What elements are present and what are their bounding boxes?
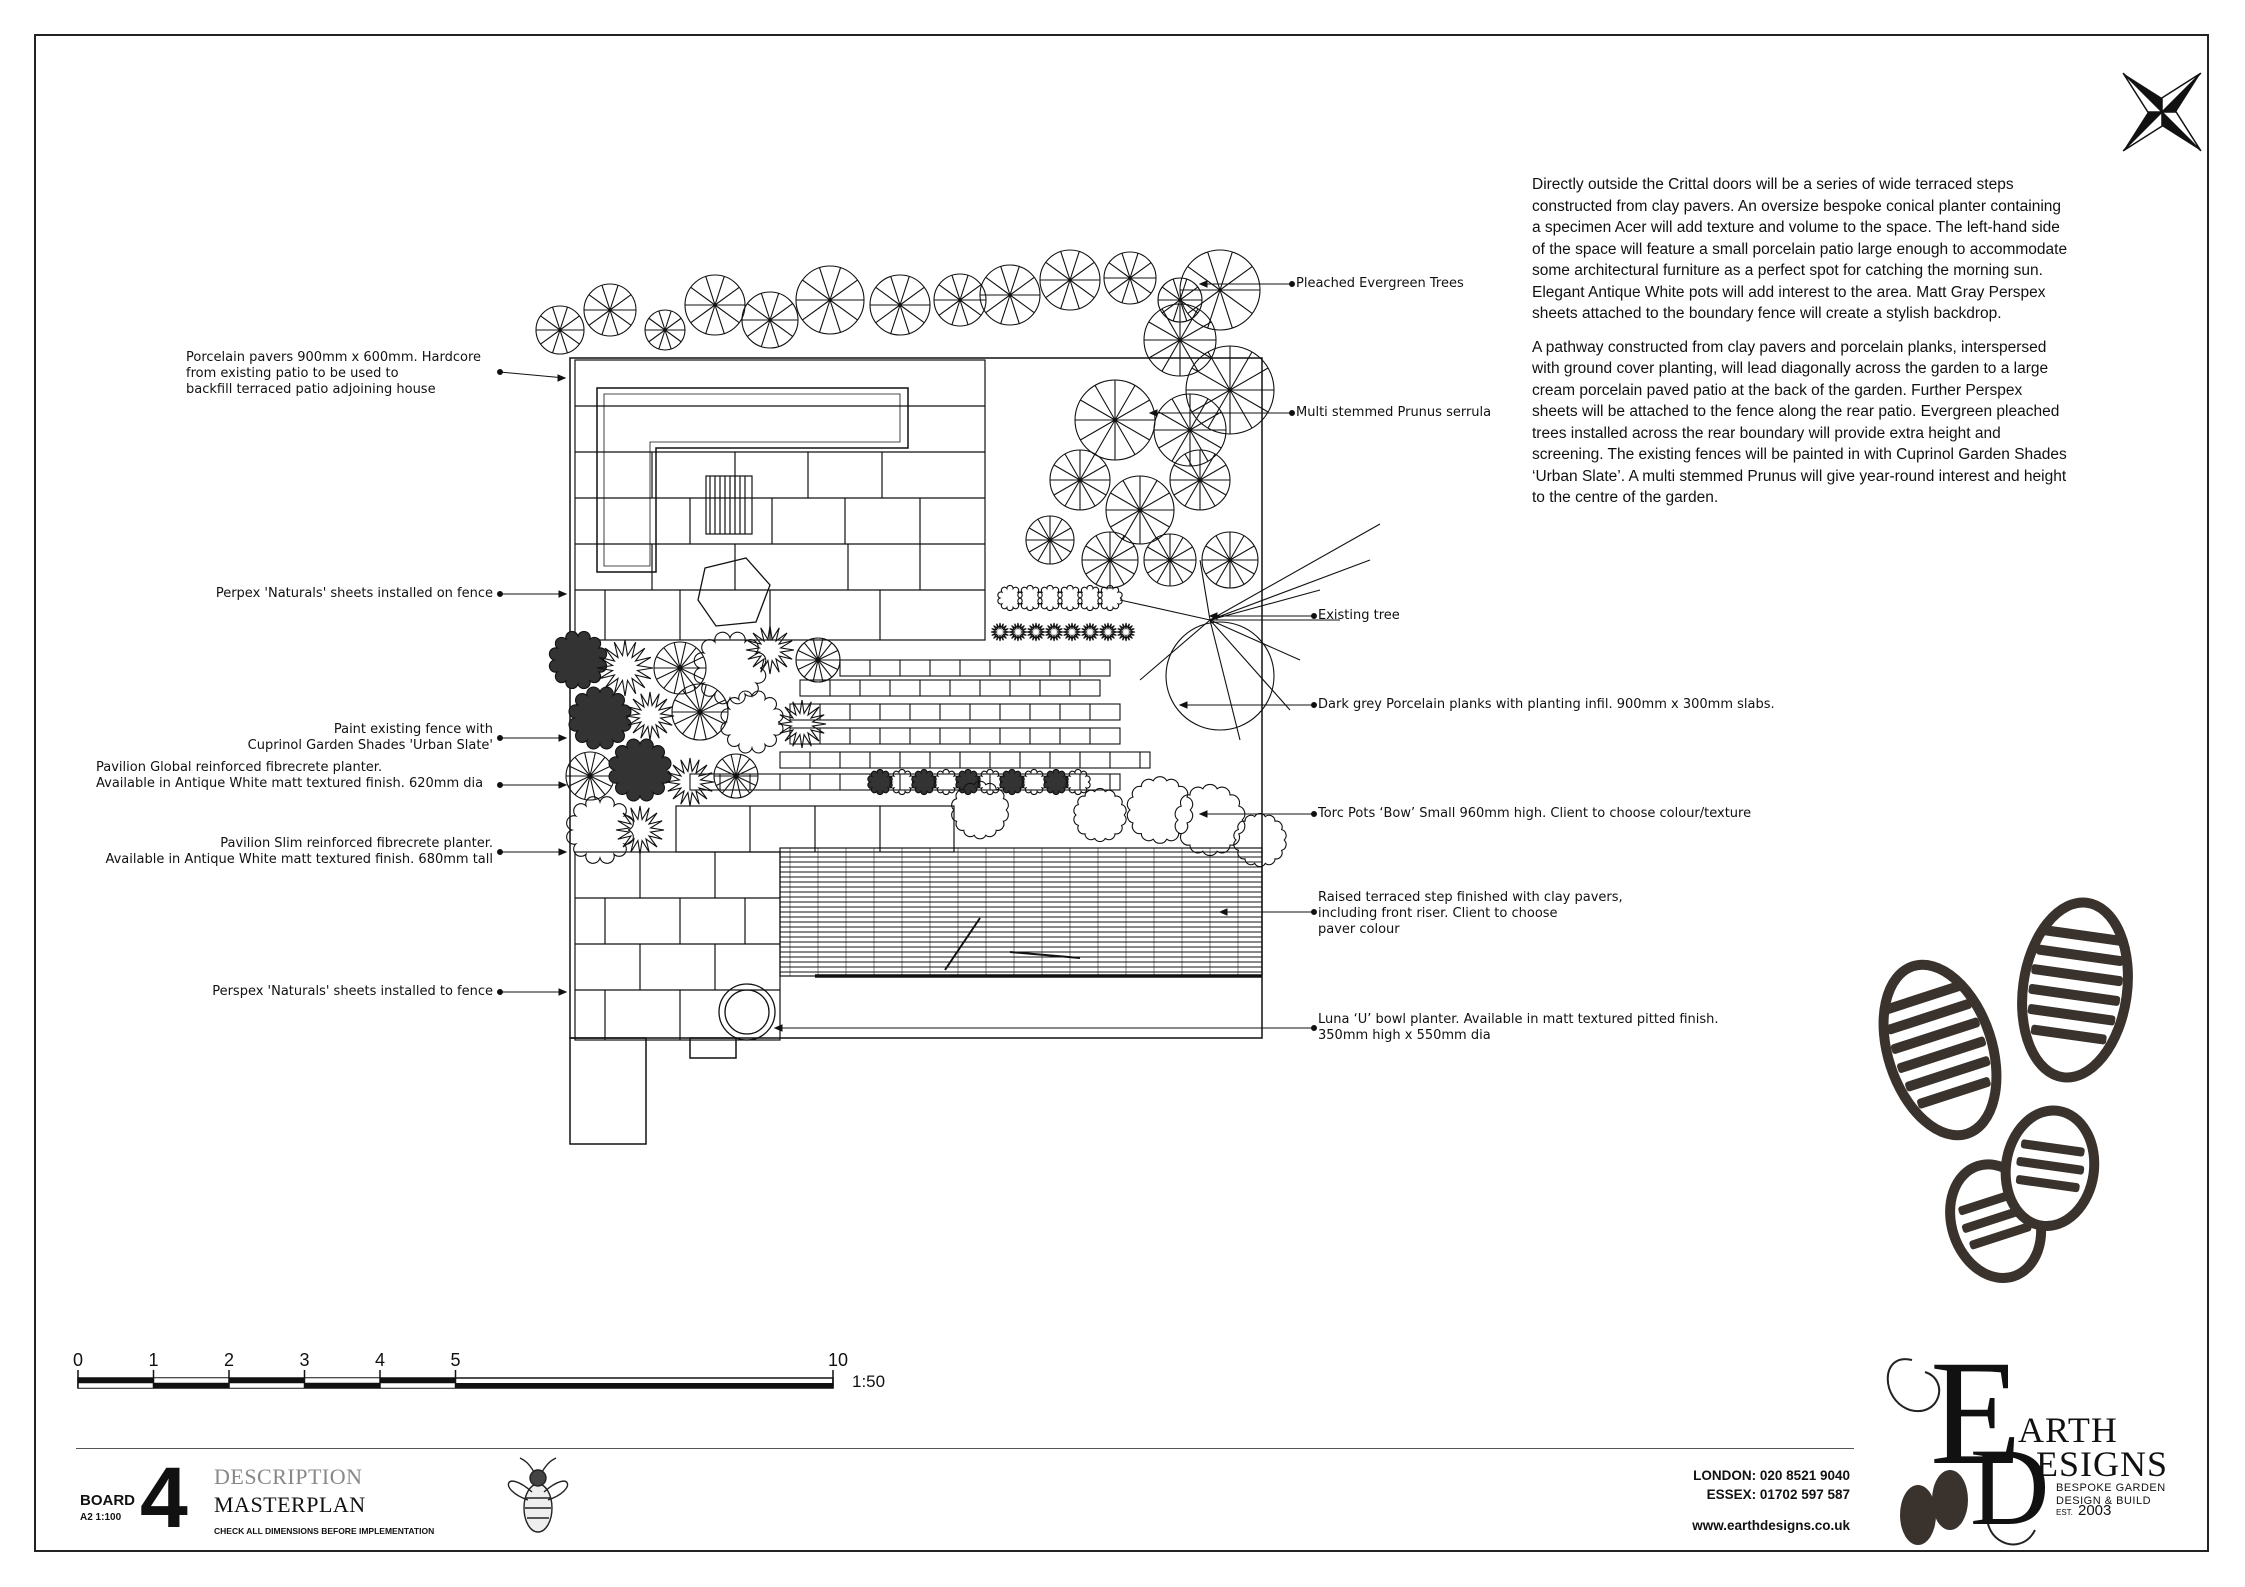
rear-patio-pavers	[574, 359, 986, 641]
scale-tick-4: 4	[375, 1350, 386, 1370]
terraced-steps-hatch	[779, 847, 1263, 978]
board-number: 4	[140, 1450, 188, 1546]
callout-torc-pots: Torc Pots ‘Bow’ Small 960mm high. Client…	[1318, 806, 1752, 821]
scale-tick-3: 3	[299, 1350, 310, 1370]
planting-symbols	[535, 249, 1287, 868]
board-scale: A2 1:100	[80, 1512, 122, 1523]
description-label: DESCRIPTION	[214, 1464, 363, 1489]
logo-ornament	[1886, 1358, 2036, 1546]
description-paragraph-2: A pathway constructed from clay pavers a…	[1532, 338, 2067, 507]
logo-letter-d: D	[1970, 1426, 2050, 1548]
scale-tick-5: 5	[450, 1350, 461, 1370]
scale-ratio: 1:50	[852, 1372, 886, 1391]
phone-essex: ESSEX: 01702 597 587	[1706, 1487, 1850, 1502]
callout-leaders	[497, 280, 1317, 1032]
website-link[interactable]: www.earthdesigns.co.uk	[1692, 1518, 1850, 1533]
footprints-icon	[1878, 897, 2133, 1284]
description-value: MASTERPLAN	[214, 1492, 366, 1517]
dimensions-note: CHECK ALL DIMENSIONS BEFORE IMPLEMENTATI…	[214, 1526, 435, 1536]
logo-word-esigns: ESIGNS	[2036, 1444, 2169, 1484]
callout-perspex-fence-bottom: Perspex 'Naturals' sheets installed to f…	[212, 984, 493, 999]
callout-porcelain-planks: Dark grey Porcelain planks with planting…	[1318, 697, 1775, 712]
callout-existing-tree: Existing tree	[1318, 608, 1400, 623]
scale-tick-0: 0	[73, 1350, 84, 1370]
bee-icon	[507, 1457, 569, 1533]
board-label: BOARD	[80, 1492, 135, 1509]
logo-est: EST.	[2056, 1508, 2073, 1517]
callout-pleached-trees: Pleached Evergreen Trees	[1296, 276, 1464, 291]
scale-tick-1: 1	[148, 1350, 159, 1370]
scale-tick-2: 2	[224, 1350, 235, 1370]
phone-london: LONDON: 020 8521 9040	[1693, 1468, 1850, 1483]
logo-tagline: BESPOKE GARDEN DESIGN & BUILD	[2056, 1482, 2166, 1507]
callout-luna-planter: Luna ‘U’ bowl planter. Available in matt…	[1318, 1012, 1719, 1043]
drawing-frame	[34, 34, 2209, 1552]
scale-bar	[77, 1370, 834, 1389]
description-paragraph-1: Directly outside the Crittal doors will …	[1532, 176, 2068, 322]
logo-year: 2003	[2078, 1502, 2112, 1519]
logo-letter-e: E	[1930, 1330, 2022, 1496]
conical-planter	[697, 557, 771, 627]
existing-tree	[1119, 523, 1381, 741]
compass-icon	[2122, 72, 2202, 152]
logo-word-arth: ARTH	[2018, 1410, 2118, 1450]
design-description: Directly outside the Crittal doors will …	[1532, 174, 2072, 521]
callout-terraced-step: Raised terraced step finished with clay …	[1318, 890, 1623, 937]
callout-perspex-fence-top: Perpex 'Naturals' sheets installed on fe…	[215, 586, 493, 601]
callout-pavilion-slim: Pavilion Slim reinforced fibrecrete plan…	[105, 836, 493, 867]
callout-porcelain-pavers: Porcelain pavers 900mm x 600mm. Hardcore…	[186, 350, 482, 397]
callout-pavilion-global: Pavilion Global reinforced fibrecrete pl…	[96, 760, 484, 791]
callout-prunus: Multi stemmed Prunus serrula	[1296, 405, 1492, 420]
callout-paint-fence: Paint existing fence with Cuprinol Garde…	[247, 722, 493, 753]
garden-boundary	[569, 357, 1263, 1145]
luna-bowl-planter	[718, 983, 776, 1041]
footer-divider	[76, 1448, 1854, 1449]
patio-table	[705, 475, 753, 535]
scale-tick-10: 10	[828, 1350, 849, 1370]
